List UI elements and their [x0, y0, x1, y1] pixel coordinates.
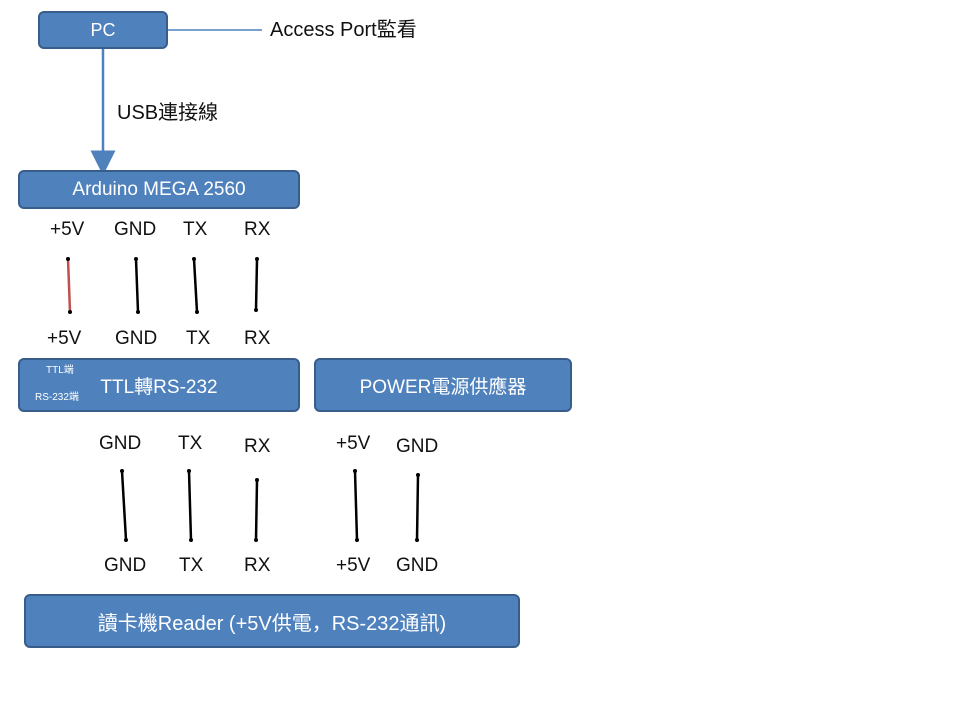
arduino-label: Arduino MEGA 2560	[72, 178, 246, 200]
pc-label: PC	[90, 19, 116, 40]
ttl-pin-gnd: GND	[115, 328, 158, 349]
arduino-box: Arduino MEGA 2560	[18, 170, 300, 209]
ttl-side-label: TTL端	[46, 365, 74, 376]
ttl-pin-rx: RX	[244, 328, 271, 349]
reader-box: 讀卡機Reader (+5V供電，RS-232通訊)	[24, 594, 520, 648]
reader-pin-gnd-2: GND	[396, 555, 439, 576]
wire-rx-arduino-ttl	[254, 257, 259, 312]
wire-rx-ttl-reader	[254, 478, 259, 542]
ttl-pin-tx: TX	[186, 328, 211, 349]
reader-pin-rx: RX	[244, 555, 271, 576]
reader-pin-gnd: GND	[104, 555, 147, 576]
ttl-rs232-box: TTL轉RS-232 TTL端 RS-232端	[18, 358, 300, 412]
wire-gnd-arduino-ttl	[134, 257, 140, 314]
ttl-bottom-pin-rx: RX	[244, 436, 271, 457]
power-supply-box: POWER電源供應器	[314, 358, 572, 412]
arduino-pin-5v: +5V	[50, 219, 85, 240]
ttl-rs232-label: TTL轉RS-232	[100, 376, 218, 398]
power-pin-5v: +5V	[336, 433, 371, 454]
access-port-label: Access Port監看	[270, 19, 417, 41]
power-supply-label: POWER電源供應器	[359, 376, 527, 398]
ttl-bottom-pin-tx: TX	[178, 433, 203, 454]
wire-5v-power-reader	[353, 469, 359, 542]
wire-5v-arduino-ttl	[66, 257, 72, 314]
arduino-pin-rx: RX	[244, 219, 271, 240]
arduino-pin-gnd: GND	[114, 219, 157, 240]
power-pin-gnd: GND	[396, 436, 439, 457]
usb-cable-label: USB連接線	[117, 102, 219, 124]
wire-gnd-ttl-reader	[120, 469, 128, 542]
wire-tx-ttl-reader	[187, 469, 193, 542]
wire-tx-arduino-ttl	[192, 257, 199, 314]
ttl-bottom-pin-gnd: GND	[99, 433, 142, 454]
reader-label: 讀卡機Reader (+5V供電，RS-232通訊)	[97, 612, 447, 635]
reader-pin-5v: +5V	[336, 555, 371, 576]
reader-pin-tx: TX	[179, 555, 204, 576]
wire-gnd-power-reader	[415, 473, 420, 542]
ttl-pin-5v: +5V	[47, 328, 82, 349]
rs232-side-label: RS-232端	[35, 392, 79, 403]
pc-box: PC	[38, 11, 168, 49]
arduino-pin-tx: TX	[183, 219, 208, 240]
